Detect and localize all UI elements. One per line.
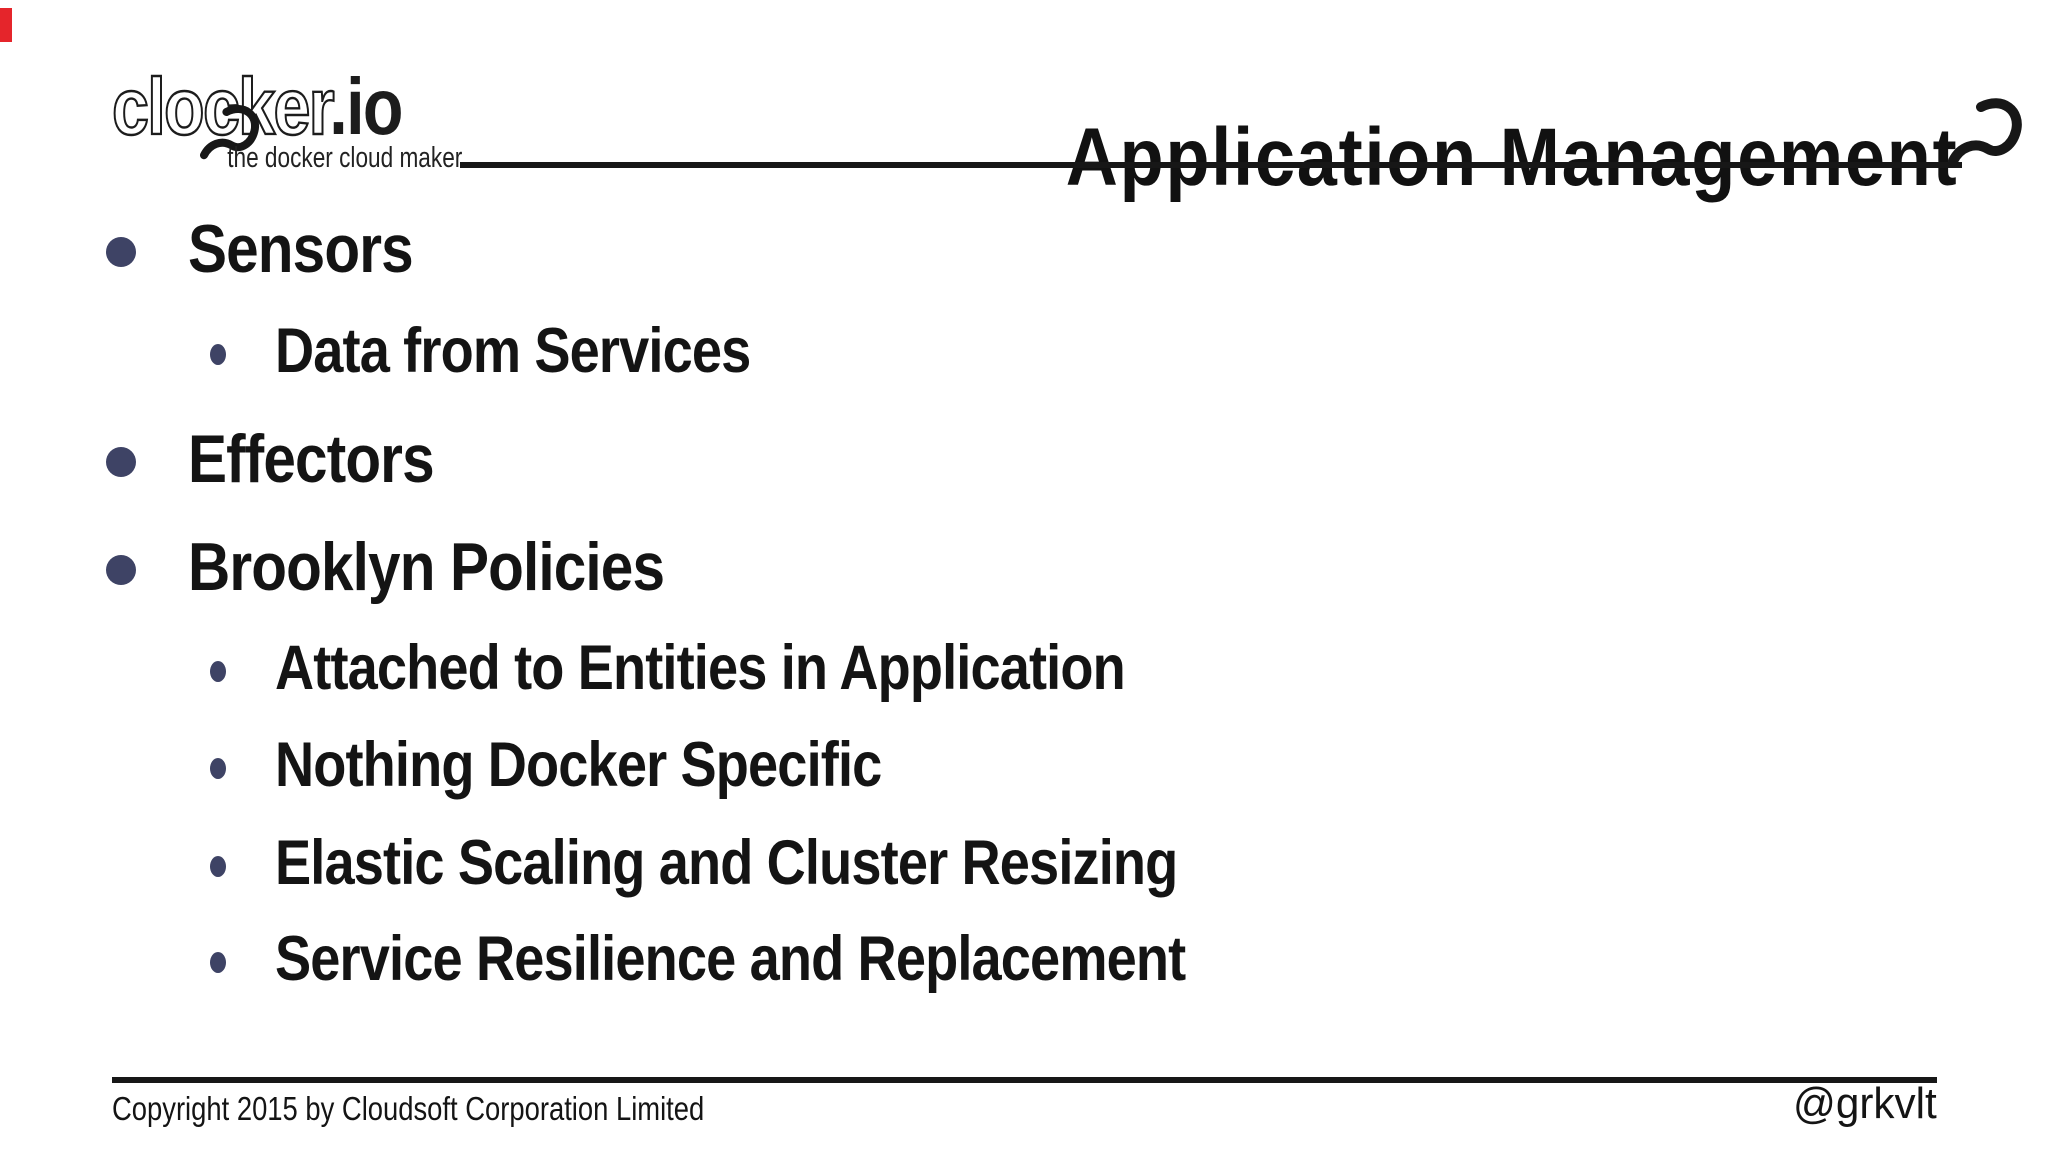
bullet-dot [210,661,226,682]
page-title: Application Management [1065,111,1958,203]
cloud-curl-icon [200,105,260,160]
bullet-item: Attached to Entities in Application [0,637,2048,700]
twitter-handle: @grkvlt [1793,1079,1937,1128]
logo-brand-text: clocker [111,62,332,151]
bullet-text: Effectors [188,421,435,497]
bullet-item: Service Resilience and Replacement [0,928,2048,991]
bullet-text: Nothing Docker Specific [275,730,882,800]
footer-divider [112,1077,1937,1083]
bullet-dot [210,758,226,779]
bullet-text: Service Resilience and Replacement [275,924,1186,994]
logo-suffix-text: .io [329,62,403,151]
bullet-item: Brooklyn Policies [0,533,2048,601]
bullet-text: Attached to Entities in Application [275,633,1126,703]
title-underline [460,162,1962,168]
bullet-text: Elastic Scaling and Cluster Resizing [275,828,1178,898]
bullet-item: Sensors [0,215,2048,283]
bullet-item: Effectors [0,425,2048,493]
bullet-item: Elastic Scaling and Cluster Resizing [0,832,2048,895]
bullet-dot [210,344,226,365]
bullet-text: Sensors [188,211,414,287]
logo-tagline: the docker cloud maker [227,142,463,174]
copyright-text: Copyright 2015 by Cloudsoft Corporation … [112,1090,705,1127]
bullet-dot [106,447,136,477]
bullet-item: Nothing Docker Specific [0,734,2048,797]
bullet-dot [210,952,226,973]
bullet-item: Data from Services [0,320,2048,383]
bullet-dot [106,237,136,267]
red-progress-marker [0,8,12,42]
logo-wordmark: clocker.io [111,65,403,147]
bullet-dot [106,555,136,585]
bullet-text: Brooklyn Policies [188,529,665,605]
bullet-text: Data from Services [275,316,751,386]
cloud-curl-icon [1948,98,2022,166]
bullet-dot [210,856,226,877]
